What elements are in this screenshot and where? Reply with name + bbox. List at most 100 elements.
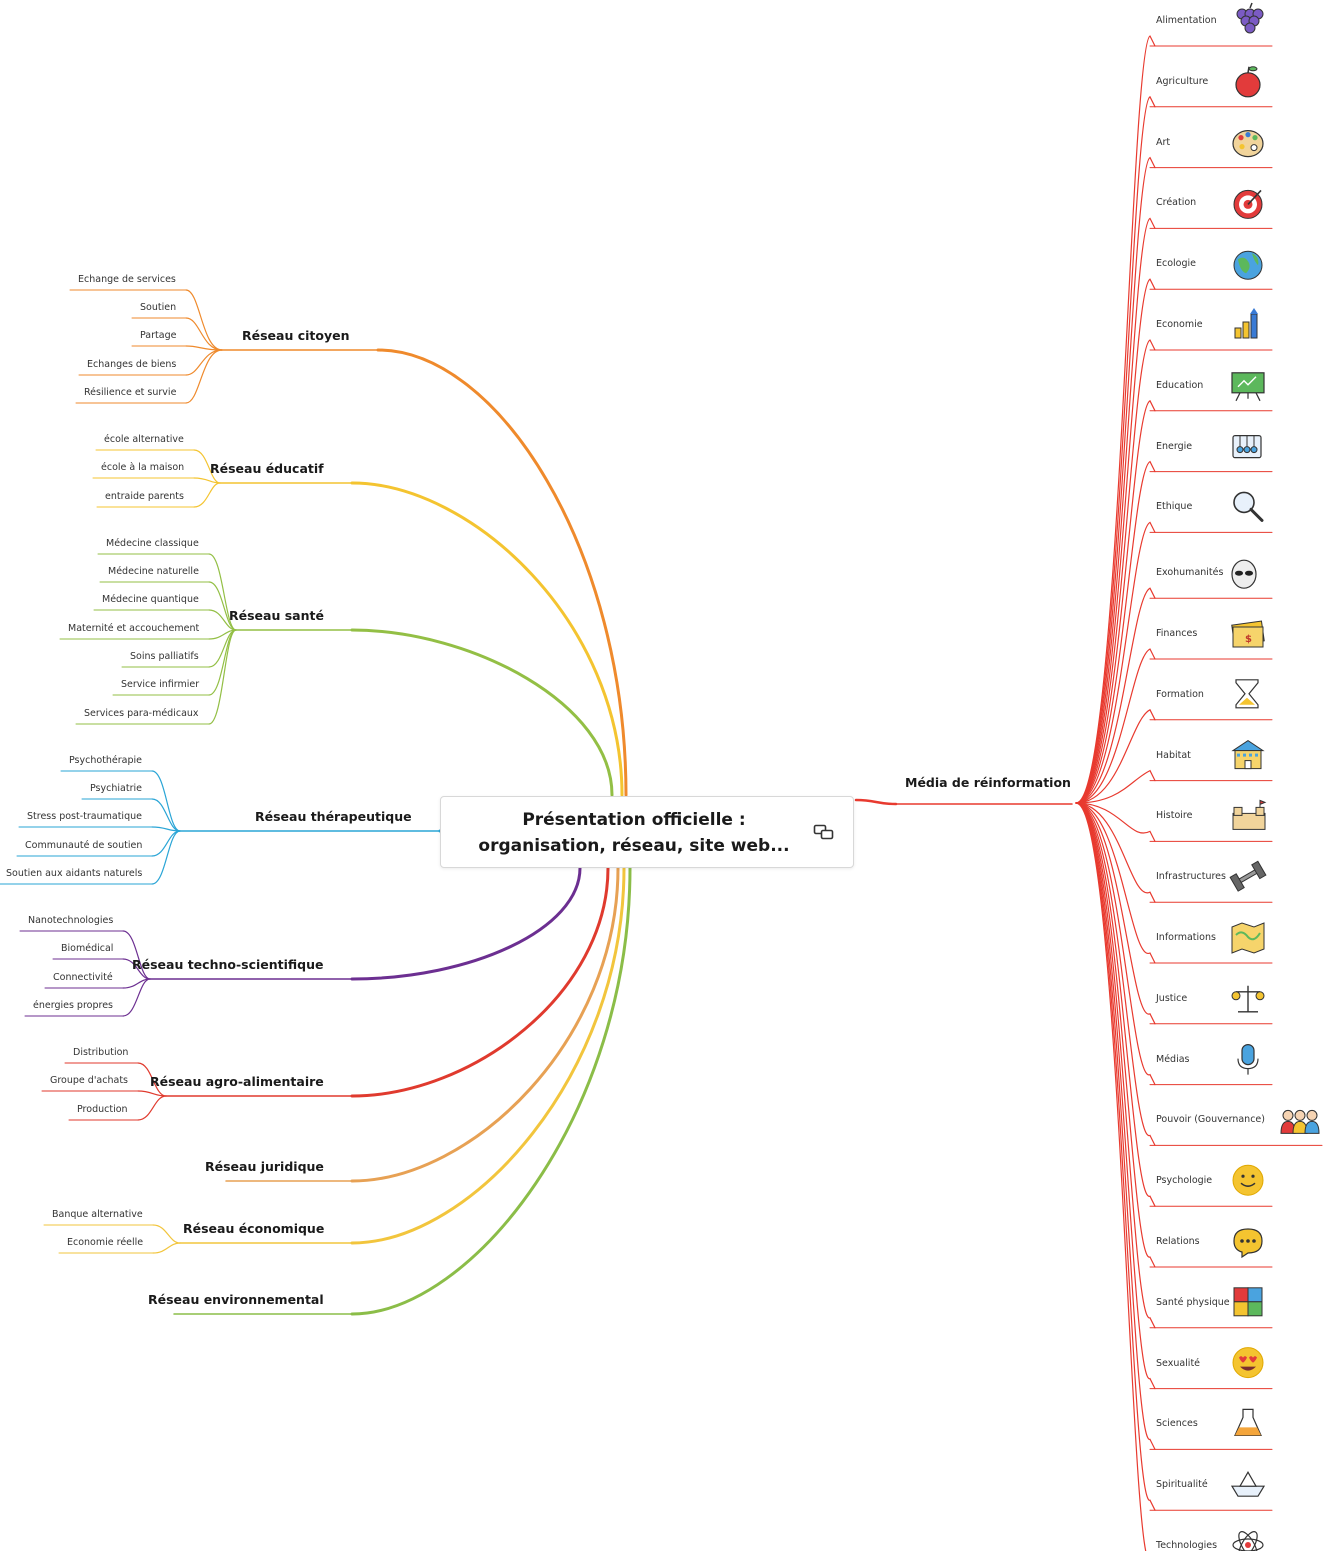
subtopic[interactable]: Soins palliatifs <box>130 651 199 662</box>
media-item-connector <box>1075 802 1156 1511</box>
newtons-cradle-icon <box>1232 435 1262 459</box>
media-item[interactable]: Formation <box>1156 688 1204 700</box>
media-item-connector <box>1075 802 1156 964</box>
media-item-connector <box>1075 156 1156 804</box>
speech-bubble-icon <box>1233 1228 1263 1259</box>
branch-topic[interactable]: Réseau thérapeutique <box>255 809 412 824</box>
subtopic[interactable]: Economie réelle <box>67 1237 144 1248</box>
media-item-connector <box>1075 587 1156 804</box>
bar-chart-icon <box>1234 308 1258 339</box>
branch-connector <box>350 628 614 797</box>
subtopic[interactable]: entraide parents <box>105 491 184 502</box>
central-topic[interactable]: Présentation officielle : organisation, … <box>440 796 854 868</box>
subtopic[interactable]: Maternité et accouchement <box>68 623 200 634</box>
subtopic[interactable]: énergies propres <box>33 1000 113 1011</box>
subtopic[interactable]: Médecine quantique <box>102 594 199 605</box>
media-item-connector <box>1075 95 1156 804</box>
branch-connector <box>350 481 624 797</box>
media-item[interactable]: Spiritualité <box>1156 1479 1208 1491</box>
branch-topic[interactable]: Réseau éducatif <box>210 461 324 476</box>
branch-topic[interactable]: Réseau environnemental <box>148 1292 324 1307</box>
child-connector <box>122 958 151 980</box>
media-item[interactable]: Energie <box>1156 440 1193 452</box>
media-item-connector <box>1075 769 1156 804</box>
media-item[interactable]: Informations <box>1156 932 1216 943</box>
media-item[interactable]: Sciences <box>1156 1418 1198 1430</box>
media-item[interactable]: Psychologie <box>1156 1175 1213 1187</box>
branch-topic[interactable]: Réseau techno-scientifique <box>132 957 324 972</box>
subtopic[interactable]: Services para-médicaux <box>84 708 199 719</box>
media-item[interactable]: Médias <box>1156 1053 1190 1065</box>
subtopic[interactable]: Echange de services <box>78 274 176 285</box>
child-connector <box>151 798 181 832</box>
child-connector <box>137 1095 167 1121</box>
subtopic[interactable]: Echanges de biens <box>87 359 177 370</box>
media-item[interactable]: Education <box>1156 379 1204 391</box>
media-item[interactable]: Alimentation <box>1156 15 1217 26</box>
media-item-connector <box>1075 399 1156 804</box>
alien-icon <box>1231 559 1257 589</box>
media-item[interactable]: Finances <box>1156 628 1198 639</box>
media-item[interactable]: Art <box>1156 136 1171 148</box>
media-item[interactable]: Ethique <box>1156 501 1193 513</box>
subtopic[interactable]: Soutien aux aidants naturels <box>6 868 143 879</box>
media-item[interactable]: Infrastructures <box>1156 871 1226 883</box>
media-item-connector <box>1075 802 1156 842</box>
subtopic[interactable]: Soutien <box>140 302 177 313</box>
whiteboard-icon <box>1231 372 1265 402</box>
media-item[interactable]: Histoire <box>1156 810 1193 822</box>
media-item[interactable]: Justice <box>1156 992 1188 1004</box>
branch-topic[interactable]: Réseau juridique <box>205 1159 324 1174</box>
child-connector <box>152 1224 181 1244</box>
media-item[interactable]: Pouvoir (Gouvernance) <box>1156 1114 1265 1126</box>
media-item-connector <box>1075 802 1156 1025</box>
child-connector <box>137 1090 167 1097</box>
child-connector <box>122 930 151 980</box>
media-item[interactable]: Habitat <box>1156 749 1191 761</box>
subtopic[interactable]: Partage <box>140 330 177 341</box>
media-item[interactable]: Santé physique <box>1156 1296 1230 1308</box>
subtopic[interactable]: Groupe d'achats <box>50 1075 128 1086</box>
branch-connector <box>350 866 626 1245</box>
subtopic[interactable]: Médecine naturelle <box>108 566 199 577</box>
subtopic[interactable]: Résilience et survie <box>84 387 177 398</box>
subtopic[interactable]: Communauté de soutien <box>25 840 143 851</box>
subtopic[interactable]: Banque alternative <box>52 1209 143 1220</box>
microphone-icon <box>1237 1043 1259 1075</box>
branch-topic[interactable]: Réseau agro-alimentaire <box>150 1074 324 1089</box>
media-item-connector <box>1075 521 1156 804</box>
media-item-connector <box>1075 802 1156 1450</box>
media-item[interactable]: Création <box>1156 197 1197 209</box>
subtopic[interactable]: Production <box>77 1104 128 1115</box>
media-item[interactable]: Relations <box>1156 1236 1200 1247</box>
media-item[interactable]: Exohumanités <box>1156 567 1224 579</box>
branch-topic[interactable]: Réseau économique <box>183 1221 325 1236</box>
subtopic[interactable]: Distribution <box>73 1047 129 1058</box>
subtopic[interactable]: Stress post-traumatique <box>27 811 142 822</box>
subtopic[interactable]: Médecine classique <box>106 538 199 549</box>
media-item[interactable]: Economie <box>1156 319 1203 330</box>
media-item-connector <box>1075 217 1156 804</box>
media-item[interactable]: Sexualité <box>1156 1357 1201 1369</box>
media-item[interactable]: Agriculture <box>1156 75 1209 87</box>
subtopic[interactable]: Nanotechnologies <box>28 915 114 926</box>
branch-topic[interactable]: Réseau citoyen <box>242 328 350 343</box>
media-item-connector <box>1075 802 1147 1551</box>
media-item[interactable]: Technologies <box>1156 1540 1218 1551</box>
subtopic[interactable]: Service infirmier <box>121 679 200 690</box>
atom-icon <box>1232 1531 1264 1551</box>
media-item[interactable]: Ecologie <box>1156 258 1197 270</box>
subtopic[interactable]: Connectivité <box>53 972 113 983</box>
smiley-icon <box>1232 1164 1264 1196</box>
branch-topic[interactable]: Réseau santé <box>229 608 324 623</box>
link-icon[interactable] <box>813 824 835 840</box>
subtopic[interactable]: école alternative <box>104 434 184 445</box>
subtopic[interactable]: Biomédical <box>61 943 114 954</box>
child-connector <box>151 770 181 832</box>
media-topic[interactable]: Média de réinformation <box>905 775 1071 790</box>
subtopic[interactable]: Psychothérapie <box>69 755 143 766</box>
child-connector <box>185 349 223 404</box>
subtopic[interactable]: Psychiatrie <box>90 783 142 794</box>
subtopic[interactable]: école à la maison <box>101 462 185 473</box>
